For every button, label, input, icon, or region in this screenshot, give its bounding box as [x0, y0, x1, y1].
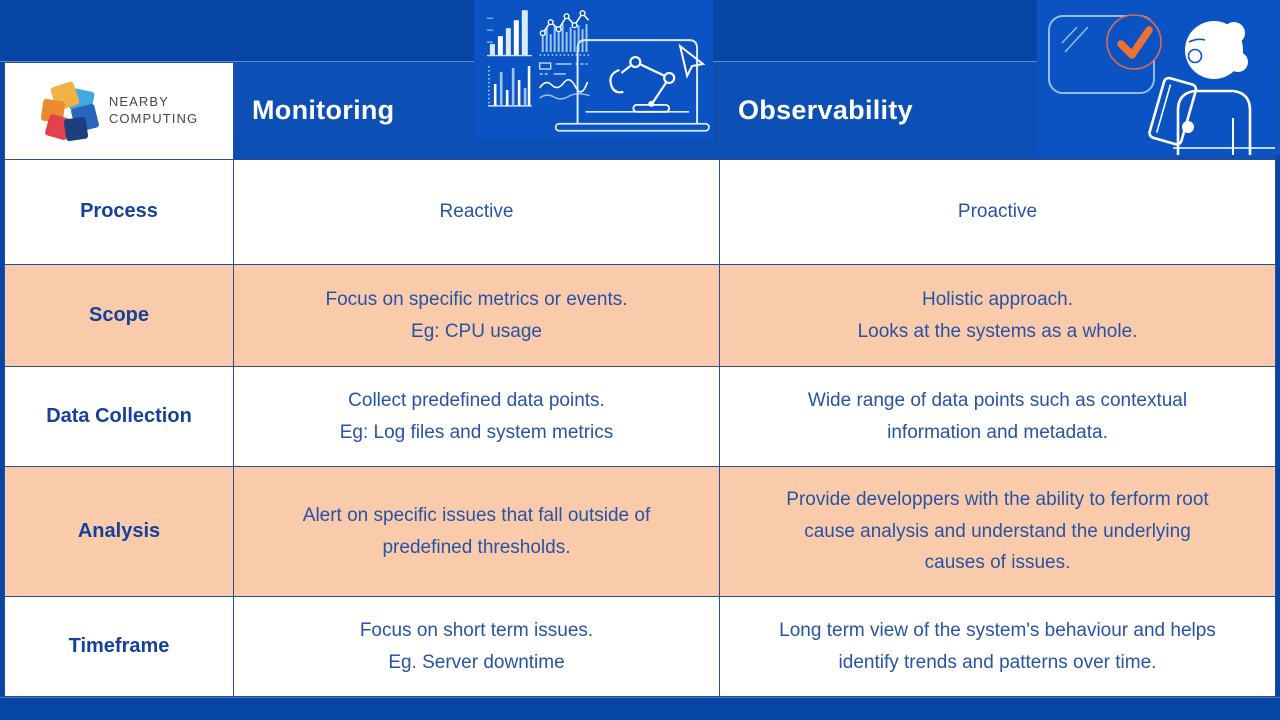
histogram-icon	[487, 66, 532, 107]
analysis-monitoring-cell: Alert on specific issues that fall outsi…	[234, 467, 720, 597]
tablet-icon	[1148, 76, 1198, 146]
charts-robot-illustration-panel	[474, 0, 713, 140]
line-chart-icon	[539, 10, 590, 56]
nearby-computing-logo-icon	[40, 80, 100, 142]
hand	[1182, 121, 1194, 133]
scope-observability-cell: Holistic approach. Looks at the systems …	[720, 265, 1276, 367]
process-observability-cell: Proactive	[720, 160, 1276, 265]
person-checkmark-illustration-panel	[1037, 0, 1280, 155]
comparison-table: NEARBY COMPUTING Monitoring Observabilit…	[4, 62, 1276, 697]
person-icon	[1176, 21, 1252, 155]
person-checkmark-illustration	[1048, 14, 1275, 155]
checkmark-icon	[1106, 14, 1162, 70]
column-header-observability: Observability	[720, 62, 1276, 160]
robot-arm-icon	[609, 55, 676, 113]
row-label-data-collection: Data Collection	[4, 367, 234, 467]
scope-monitoring-cell: Focus on specific metrics or events. Eg:…	[234, 265, 720, 367]
timeframe-observability-cell: Long term view of the system's behaviour…	[720, 597, 1276, 697]
brand-logo-cell: NEARBY COMPUTING	[4, 62, 234, 160]
row-label-timeframe: Timeframe	[4, 597, 234, 697]
data-collection-monitoring-cell: Collect predefined data points. Eg: Log …	[234, 367, 720, 467]
process-monitoring-cell: Reactive	[234, 160, 720, 265]
column-header-monitoring: Monitoring	[234, 62, 720, 160]
bottom-banner	[0, 697, 1280, 720]
row-label-scope: Scope	[4, 265, 234, 367]
timeframe-monitoring-cell: Focus on short term issues. Eg. Server d…	[234, 597, 720, 697]
data-collection-observability-cell: Wide range of data points such as contex…	[720, 367, 1276, 467]
row-label-analysis: Analysis	[4, 467, 234, 597]
analysis-observability-cell: Provide developpers with the ability to …	[720, 467, 1276, 597]
row-label-process: Process	[4, 160, 234, 265]
charts-robot-illustration	[486, 10, 710, 132]
bar-chart-icon	[486, 10, 532, 57]
cursor-icon	[678, 43, 706, 79]
brand-name: NEARBY COMPUTING	[108, 94, 199, 126]
